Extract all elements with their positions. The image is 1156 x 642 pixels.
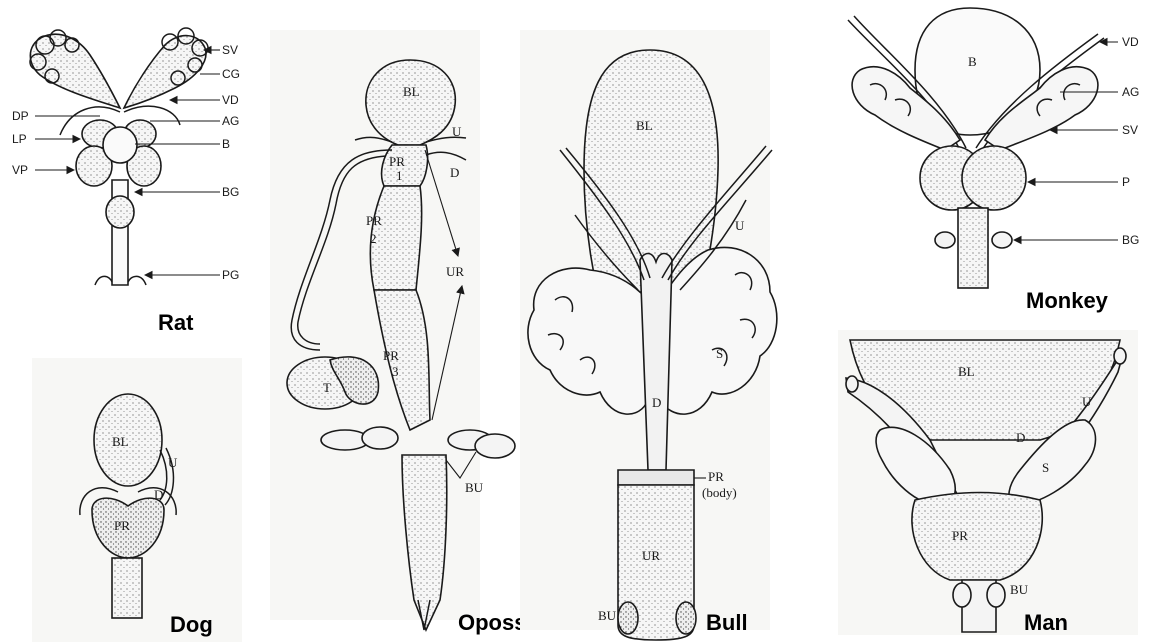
bull-label-pr-body: (body) [702, 485, 737, 500]
bull-label-d: D [652, 395, 661, 410]
man-label-s: S [1042, 460, 1049, 475]
man-duct-opening-right [1114, 348, 1126, 364]
rat-label-cg: CG [222, 67, 240, 81]
opossum-label-pr1-a: PR [389, 154, 405, 169]
bull-bulbourethral-left [618, 602, 638, 634]
bull-bulbourethral-right [676, 602, 696, 634]
rat-seminal-vesicle-left [30, 34, 120, 108]
man-duct-opening-left [846, 376, 858, 392]
dog-title: Dog [170, 612, 213, 637]
bull-title: Bull [706, 610, 748, 635]
rat-label-lp: LP [12, 132, 27, 146]
man-label-d: D [1016, 430, 1025, 445]
opossum-label-pr3-a: PR [383, 348, 399, 363]
monkey-label-ag: AG [1122, 85, 1139, 99]
bull-panel: BL U S D PR (body) UR BU Bull [520, 30, 777, 640]
monkey-panel: B VD AG SV P BG Monkey [848, 8, 1139, 313]
man-label-u: U [1082, 394, 1092, 409]
bull-label-pr: PR [708, 469, 724, 484]
opossum-panel: BL U PR 1 D PR 2 UR PR 3 T BU Opossum [270, 30, 559, 635]
monkey-bulbourethral-left [935, 232, 955, 248]
opossum-label-pr2-a: PR [366, 213, 382, 228]
rat-bulbourethral-gland [106, 196, 134, 228]
opossum-label-pr1-b: 1 [396, 168, 403, 183]
dog-label-u: U [168, 455, 178, 470]
man-title: Man [1024, 610, 1068, 635]
bull-label-ur: UR [642, 548, 660, 563]
monkey-prostate-right [962, 146, 1026, 210]
opossum-label-pr2-b: 2 [370, 231, 377, 246]
bull-label-u: U [735, 218, 745, 233]
rat-label-b: B [222, 137, 230, 151]
man-bulbourethral-left [953, 583, 971, 607]
bull-label-s: S [716, 346, 723, 361]
monkey-bulbourethral-right [992, 232, 1012, 248]
opossum-label-bl: BL [403, 84, 420, 99]
dog-panel: BL U D PR Dog [32, 358, 242, 642]
monkey-title: Monkey [1026, 288, 1109, 313]
rat-label-pg: PG [222, 268, 239, 282]
monkey-urethra [958, 208, 988, 288]
rat-label-sv: SV [222, 43, 238, 57]
opossum-label-bu: BU [465, 480, 484, 495]
man-label-bu: BU [1010, 582, 1029, 597]
rat-label-vd: VD [222, 93, 239, 107]
monkey-label-vd: VD [1122, 35, 1139, 49]
man-prostate [912, 493, 1042, 581]
dog-label-pr: PR [114, 518, 130, 533]
bull-prostate-body [618, 470, 694, 485]
dog-label-bl: BL [112, 434, 129, 449]
monkey-label-sv: SV [1122, 123, 1138, 137]
rat-title: Rat [158, 310, 194, 335]
bull-label-bu: BU [598, 608, 617, 623]
bull-label-bl: BL [636, 118, 653, 133]
opossum-label-ur: UR [446, 264, 464, 279]
monkey-label-b: B [968, 54, 977, 69]
rat-label-dp: DP [12, 109, 29, 123]
monkey-label-p: P [1122, 175, 1130, 189]
opossum-prostate-segment-2 [370, 186, 421, 290]
rat-label-vp: VP [12, 163, 28, 177]
rat-bladder [103, 127, 137, 163]
man-panel: BL U D S PR BU Man [838, 330, 1138, 635]
rat-label-ag: AG [222, 114, 239, 128]
dog-label-d: D [154, 487, 163, 502]
rat-panel: SV CG VD AG DP LP B VP BG PG Rat [12, 28, 240, 335]
man-label-bl: BL [958, 364, 975, 379]
rat-label-bg: BG [222, 185, 239, 199]
opossum-label-d: D [450, 165, 459, 180]
opossum-label-u: U [452, 124, 462, 139]
man-bulbourethral-right [987, 583, 1005, 607]
opossum-bladder [366, 60, 455, 145]
opossum-label-pr3-b: 3 [392, 364, 399, 379]
monkey-label-bg: BG [1122, 233, 1139, 247]
dog-urethra [112, 558, 142, 618]
man-label-pr: PR [952, 528, 968, 543]
opossum-label-t: T [323, 380, 331, 395]
